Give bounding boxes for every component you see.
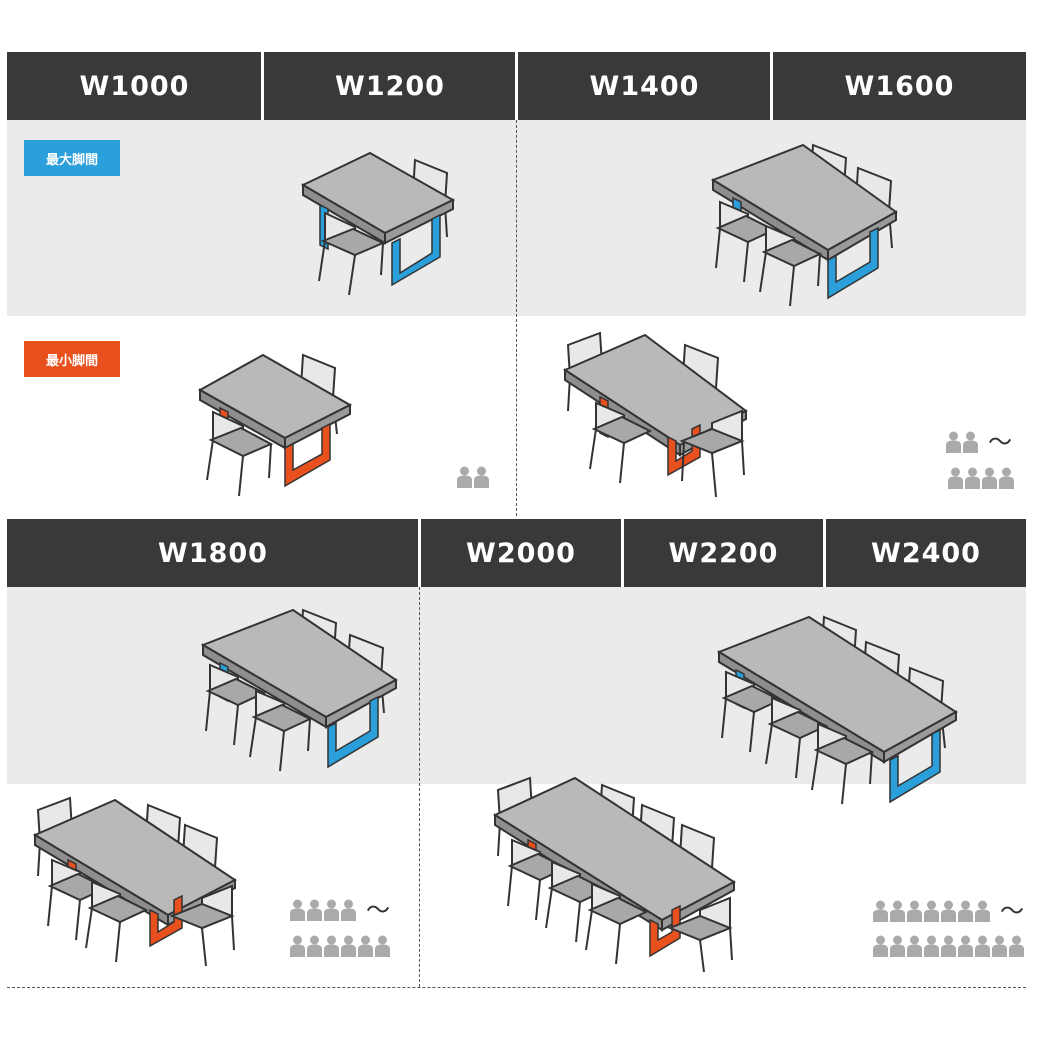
person-icon [290,935,305,957]
person-icon [941,900,956,922]
capacity-6-people [290,935,390,957]
size-label-w1200: W1200 [335,70,445,102]
table-illustration-6seat-max [710,143,898,307]
size-label-w1000: W1000 [79,70,190,102]
capacity-2-people [457,466,489,488]
max-leg-badge: 最大脚間 [24,140,120,176]
person-icon [341,935,356,957]
person-icon [992,935,1007,957]
person-icon [1009,935,1024,957]
person-icon [341,899,356,921]
person-icon [965,467,980,489]
person-icon [307,899,322,921]
range-tilde: ～ [366,896,390,924]
person-icon [307,935,322,957]
person-icon [890,935,905,957]
person-icon [890,900,905,922]
header-divider [261,52,264,120]
capacity-2-people-min: ～ [946,430,1012,454]
header-divider [770,52,773,120]
person-icon [873,935,888,957]
person-icon [958,900,973,922]
person-icon [975,935,990,957]
person-icon [941,935,956,957]
header-divider [418,519,421,587]
divider-top [516,120,517,516]
person-icon [958,935,973,957]
person-icon [982,467,997,489]
person-icon [324,899,339,921]
person-icon [963,431,978,453]
size-label-w2200: W2200 [668,537,779,569]
min-leg-badge: 最小脚間 [24,341,120,377]
header-divider [823,519,826,587]
person-icon [907,900,922,922]
table-illustration-10seat-max [716,615,958,805]
size-label-w1400: W1400 [589,70,700,102]
bottom-size-header: W1800 W2000 W2200 W2400 [7,519,1026,587]
person-icon [474,466,489,488]
table-illustration-8seat-max [200,608,398,772]
size-label-w1600: W1600 [844,70,955,102]
person-icon [924,900,939,922]
capacity-6-people-min: ～ [873,899,1024,923]
person-icon [999,467,1014,489]
table-illustration-6seat-min [562,331,748,498]
size-label-w2400: W2400 [871,537,981,569]
capacity-8-people [873,935,1024,957]
table-illustration-10seat-min [492,776,736,973]
person-icon [358,935,373,957]
person-icon [375,935,390,957]
person-icon [873,900,888,922]
person-icon [948,467,963,489]
size-label-w2000: W2000 [466,537,576,569]
person-icon [946,431,961,453]
capacity-4-people [948,467,1014,489]
capacity-4-people-min: ～ [290,898,390,922]
header-divider [515,52,518,120]
bottom-rule [7,987,1026,988]
person-icon [324,935,339,957]
top-size-header: W1000 W1200 W1400 W1600 [7,52,1026,120]
divider-bottom [419,587,420,987]
table-illustration-4seat-min [197,353,353,497]
person-icon [924,935,939,957]
header-divider [621,519,624,587]
table-illustration-8seat-min [32,796,237,967]
range-tilde: ～ [1000,897,1024,925]
person-icon [457,466,472,488]
size-label-w1800: W1800 [158,537,268,569]
range-tilde: ～ [988,428,1012,456]
person-icon [975,900,990,922]
person-icon [907,935,922,957]
table-illustration-4seat-max [300,151,456,296]
person-icon [290,899,305,921]
